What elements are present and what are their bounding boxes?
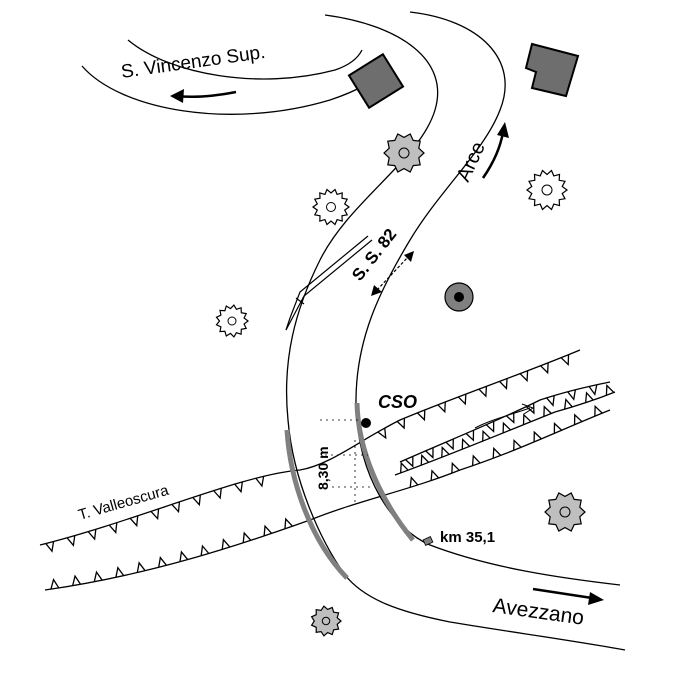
bank-hatch xyxy=(242,531,252,543)
bank-hatch xyxy=(560,354,570,367)
bank-hatch xyxy=(605,384,615,396)
bank-hatch xyxy=(192,494,201,507)
bank-hatch xyxy=(108,522,118,534)
label-km: km 35,1 xyxy=(440,529,495,546)
bank-hatch xyxy=(457,394,467,406)
bank-hatch xyxy=(255,476,265,488)
bank-hatch xyxy=(451,461,460,474)
bank-hatch xyxy=(72,574,82,586)
shrub-icon xyxy=(383,133,425,173)
bank-hatch xyxy=(200,544,210,556)
building-icon xyxy=(524,42,580,98)
bank-hatch xyxy=(399,461,409,473)
bank-hatch xyxy=(171,501,181,514)
bank-hatch xyxy=(478,386,488,398)
bank-hatch xyxy=(471,454,481,466)
arrow-ss82 xyxy=(371,251,414,296)
label-cso: CSO xyxy=(378,392,417,412)
bank-hatch xyxy=(284,517,293,529)
building-icon xyxy=(347,52,405,110)
bank-hatch xyxy=(115,566,125,578)
bank-hatch xyxy=(213,488,222,500)
bank-hatch xyxy=(50,578,60,590)
bank-hatch xyxy=(66,535,76,547)
arrow-arce xyxy=(481,122,509,179)
label-avezzano: Avezzano xyxy=(491,594,585,630)
tree-icon xyxy=(311,188,351,226)
bank-hatch xyxy=(584,391,594,403)
arrow-san-vincenzo xyxy=(170,89,237,103)
bank-hatch xyxy=(540,362,549,375)
bank-hatch xyxy=(93,570,103,582)
label-san-vincenzo: S. Vincenzo Sup. xyxy=(120,42,267,83)
tree-icon xyxy=(215,304,249,338)
bank-hatch xyxy=(45,541,55,553)
bank-hatch xyxy=(553,422,563,434)
bank-hatch xyxy=(420,453,430,466)
bank-hatch xyxy=(564,397,573,410)
bank-hatch xyxy=(136,561,146,573)
tank-icon xyxy=(444,282,474,312)
shrub-icon xyxy=(310,605,342,637)
bank-hatch xyxy=(409,476,419,488)
arrow-avezzano xyxy=(532,587,604,605)
bank-hatch xyxy=(522,413,532,425)
bank-hatch xyxy=(158,556,167,568)
bank-hatch xyxy=(519,370,529,383)
bank-hatch xyxy=(485,421,495,433)
bank-hatch xyxy=(482,429,491,442)
bank-hatch xyxy=(543,405,552,417)
bridge-dashed-lines xyxy=(320,419,374,505)
bank-hatch xyxy=(499,378,508,390)
label-width: 8,30 m xyxy=(315,446,331,490)
bank-hatch xyxy=(546,395,555,407)
bank-hatch xyxy=(573,413,583,425)
bank-hatch xyxy=(502,421,511,433)
bank-hatch xyxy=(461,437,471,450)
bank-hatch xyxy=(533,430,542,442)
bank-hatch xyxy=(492,446,502,459)
small-bridge xyxy=(285,235,373,331)
shrub-icon xyxy=(544,492,586,532)
bank-hatch xyxy=(506,412,515,424)
km-marker-icon xyxy=(422,536,434,546)
bank-hatch xyxy=(234,481,243,494)
bank-hatch xyxy=(567,389,577,401)
tree-icon xyxy=(525,169,569,211)
stream-bank-hatches xyxy=(45,354,615,590)
bank-hatch xyxy=(430,469,440,481)
bank-hatch xyxy=(588,384,598,396)
bank-hatch xyxy=(525,403,535,415)
cso-bridge xyxy=(284,402,415,580)
bank-hatch xyxy=(129,515,139,528)
bank-hatch xyxy=(221,538,231,550)
road-ss82 xyxy=(285,11,626,651)
vegetation xyxy=(215,133,586,637)
bank-hatch xyxy=(416,409,426,422)
bank-hatch xyxy=(405,456,414,468)
bank-hatch xyxy=(437,401,446,414)
label-ss82: S. S. 82 xyxy=(348,225,400,284)
bank-hatch xyxy=(465,430,475,442)
monitoring-point-icon xyxy=(361,418,371,428)
bank-hatch xyxy=(441,446,450,458)
bank-hatch xyxy=(445,439,454,451)
bank-hatch xyxy=(87,529,97,541)
bank-hatch xyxy=(150,508,160,521)
bank-hatch xyxy=(377,427,387,440)
bank-hatch xyxy=(396,418,406,430)
bank-hatch xyxy=(263,524,273,537)
bank-hatch xyxy=(179,550,189,562)
bank-hatch xyxy=(513,438,522,451)
bank-hatch xyxy=(594,404,603,417)
bank-hatch xyxy=(425,447,434,460)
